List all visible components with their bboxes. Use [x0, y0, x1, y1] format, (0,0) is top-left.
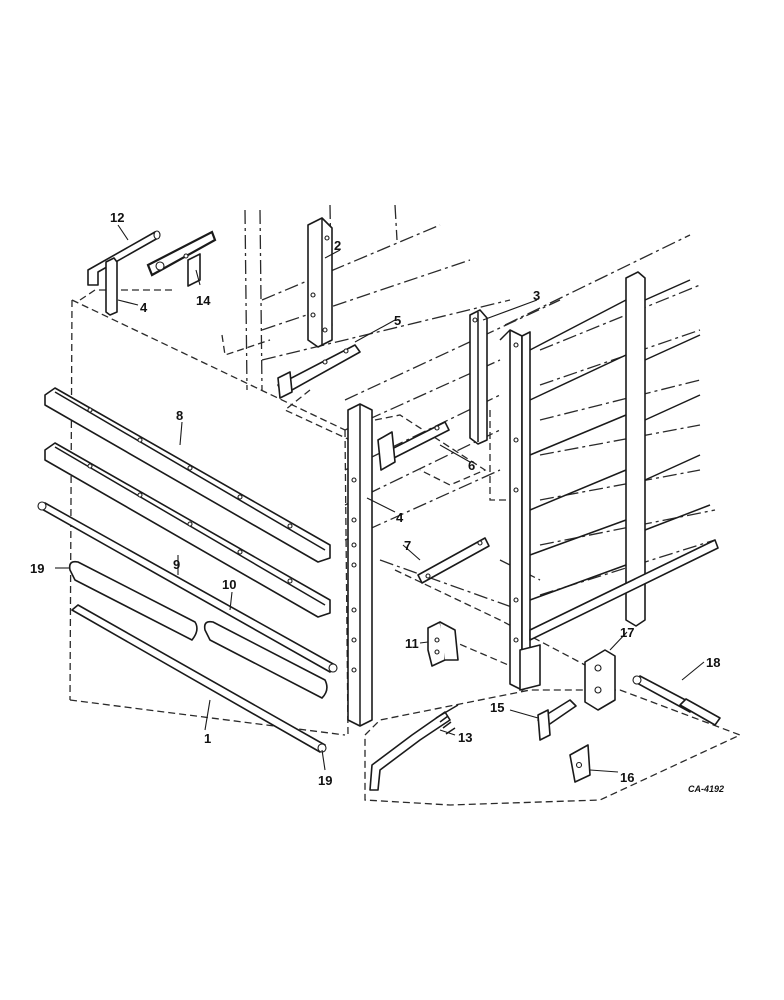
callout-13: 13	[458, 730, 472, 745]
part-16-clip	[569, 744, 591, 783]
part-19-cover-upper	[68, 560, 328, 699]
callout-17: 17	[620, 625, 634, 640]
callout-5: 5	[394, 313, 401, 328]
rear-upright-2	[307, 217, 333, 348]
callout-12: 12	[110, 210, 124, 225]
callout-16: 16	[620, 770, 634, 785]
callout-7: 7	[404, 538, 411, 553]
callout-9: 9	[173, 557, 180, 572]
callout-15: 15	[490, 700, 504, 715]
part-10-tube-rail	[37, 501, 338, 673]
part-4-front-upright	[347, 403, 373, 727]
drawing-code: CA-4192	[688, 784, 724, 794]
part-8-angle-rail	[44, 387, 331, 563]
rear-upright-3	[469, 309, 488, 445]
leader-lines	[55, 224, 705, 773]
part-6-latch	[377, 421, 450, 471]
callout-3: 3	[533, 288, 540, 303]
callout-4-upper: 4	[140, 300, 148, 315]
callout-1: 1	[204, 731, 211, 746]
callout-labels: 12 2 3 4 5 14 6 4 8 7 9 10 19 11 1 19 13…	[30, 210, 720, 788]
part-14-hinge-plate	[146, 230, 217, 287]
part-15-latch	[537, 699, 577, 741]
callout-8: 8	[176, 408, 183, 423]
part-5-latch	[277, 344, 361, 399]
callout-18: 18	[706, 655, 720, 670]
part-7-bar	[417, 537, 490, 584]
part-18-hinge-pin	[632, 675, 721, 726]
callout-6: 6	[468, 458, 475, 473]
callout-11: 11	[405, 636, 419, 651]
part-12-latch-rod	[87, 230, 161, 286]
callout-2: 2	[334, 238, 341, 253]
part-4-upper-bracket	[105, 257, 118, 316]
callout-19-bottom: 19	[318, 773, 332, 788]
callout-14: 14	[196, 293, 211, 308]
part-13-spring-rod	[369, 704, 459, 791]
part-17-hinge-block	[584, 649, 616, 711]
callout-10: 10	[222, 577, 236, 592]
callout-4-lower: 4	[396, 510, 404, 525]
callout-19-left: 19	[30, 561, 44, 576]
part-9-angle-rail	[44, 442, 331, 618]
part-1-lower-tube	[71, 604, 327, 753]
part-11-bracket	[427, 621, 459, 667]
right-rack-frame	[499, 271, 719, 691]
